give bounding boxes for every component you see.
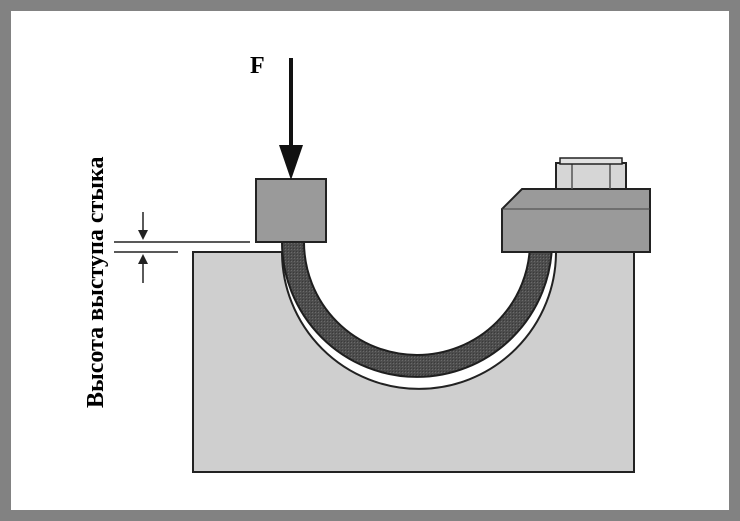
force-label: F	[250, 53, 265, 79]
bolt-head	[555, 157, 627, 190]
dimension-lines	[114, 212, 250, 283]
housing-body	[192, 251, 635, 473]
crush-height-label: Высота выступа стыка	[83, 157, 109, 408]
bearing-cap	[501, 188, 651, 253]
force-arrow	[279, 58, 303, 180]
pressing-block	[255, 178, 327, 243]
